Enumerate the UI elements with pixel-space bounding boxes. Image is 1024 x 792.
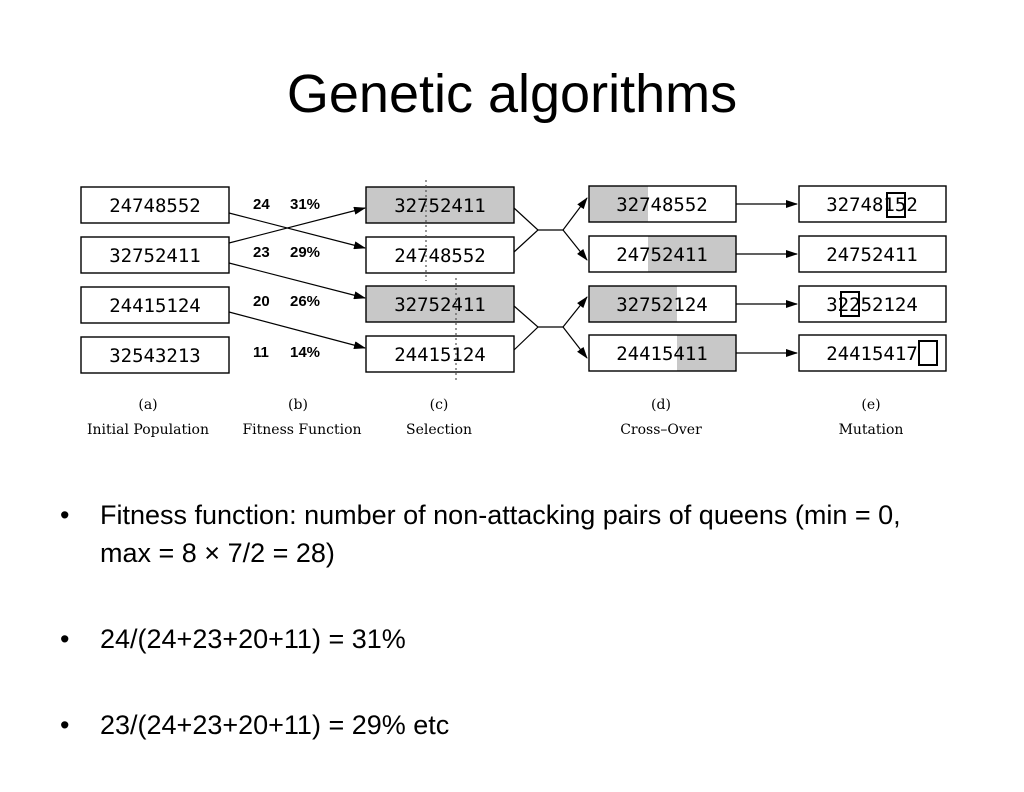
- caption-letter-d: (d): [651, 397, 671, 413]
- crossover-string-3: 32752124: [616, 294, 708, 316]
- bullet-list: Fitness function: number of non-attackin…: [60, 496, 920, 792]
- crossover-shade-1: [589, 186, 648, 222]
- mutation-1-pre: 32748: [826, 194, 883, 216]
- selection-shade-1: [366, 187, 514, 223]
- crossover-shade-3: [589, 286, 677, 322]
- fitness-score-2: 23: [253, 244, 270, 261]
- fitness-pct-3: 26%: [290, 293, 320, 310]
- caption-letter-e: (e): [861, 397, 880, 413]
- bullet-fitness-function: Fitness function: number of non-attackin…: [60, 496, 920, 572]
- crossover-string-4: 24415411: [616, 343, 708, 365]
- mutation-3-digit: 2: [849, 294, 860, 316]
- initial-population-column: 24748552 32752411 24415124 32543213: [80, 186, 230, 374]
- fitness-pct-1: 31%: [290, 196, 320, 213]
- column-captions: (a) Initial Population (b) Fitness Funct…: [87, 397, 903, 438]
- mutation-arrows: [736, 200, 798, 357]
- selection-string-4: 24415124: [394, 344, 486, 366]
- fitness-score-1: 24: [253, 196, 270, 213]
- caption-letter-b: (b): [288, 397, 308, 413]
- selection-shade-3: [366, 286, 514, 322]
- mutation-box-3: [798, 285, 947, 323]
- initial-box-4: [80, 336, 230, 374]
- initial-box-1: [80, 186, 230, 224]
- selection-string-2: 24748552: [394, 245, 486, 267]
- crossover-string-1: 32748552: [616, 194, 708, 216]
- mutation-box-4: [798, 334, 947, 372]
- selection-box-4: [365, 335, 515, 373]
- fitness-column: 24 31% 23 29% 20 26% 11 14%: [253, 196, 320, 361]
- fitness-score-4: 11: [253, 344, 269, 361]
- arrow-cross-d1: [562, 197, 588, 231]
- initial-string-2: 32752411: [109, 245, 201, 267]
- initial-string-4: 32543213: [109, 345, 201, 367]
- fitness-score-3: 20: [253, 293, 270, 310]
- selection-box-3: [365, 285, 515, 323]
- caption-label-d: Cross–Over: [620, 422, 702, 438]
- mutation-string-1: 32748152: [826, 194, 918, 216]
- mutation-box-2: [798, 235, 947, 273]
- initial-box-2: [80, 236, 230, 274]
- arrow-cross-d4: [562, 326, 588, 359]
- arrow-a2-to-c3: [228, 262, 366, 300]
- crossover-shade-2: [648, 236, 736, 272]
- selection-string-1: 32752411: [394, 195, 486, 217]
- fitness-pct-4: 14%: [290, 344, 320, 361]
- caption-label-a: Initial Population: [87, 422, 209, 438]
- selection-box-1: [365, 186, 515, 224]
- cross-merge-bottom: [513, 305, 539, 351]
- bullet-probability-31: 24/(24+23+20+11) = 31%: [60, 620, 920, 658]
- slide-title: Genetic algorithms: [286, 64, 738, 124]
- arrow-cross-d2: [562, 229, 588, 261]
- mutated-digit-box-3: [840, 291, 860, 317]
- genetic-algorithm-diagram: 24748552 32752411 24415124 32543213 24 3…: [80, 180, 947, 438]
- cross-merge-top: [513, 207, 539, 253]
- caption-label-c: Selection: [406, 422, 472, 438]
- mutation-string-2: 24752411: [826, 244, 918, 266]
- mutation-column: 32748152 24752411 32252124 24415417: [798, 185, 947, 372]
- caption-letter-a: (a): [138, 397, 157, 413]
- bullet-probability-29: 23/(24+23+20+11) = 29% etc: [60, 706, 920, 744]
- arrow-a3-to-c4: [228, 311, 366, 350]
- selection-column: 32752411 24748552 32752411 24415124: [365, 180, 515, 380]
- mutation-4-digit: 7: [906, 343, 917, 365]
- selection-arrows: [228, 206, 366, 350]
- caption-label-e: Mutation: [839, 422, 904, 438]
- crossover-shade-4: [677, 335, 736, 371]
- caption-letter-c: (c): [430, 397, 449, 413]
- arrow-cross-d3: [562, 296, 588, 328]
- selection-box-2: [365, 236, 515, 274]
- mutation-3-pre: 32: [826, 294, 849, 316]
- mutation-1-post: 52: [895, 194, 918, 216]
- mutated-digit-box-1: [886, 192, 906, 218]
- mutation-box-1: [798, 185, 947, 223]
- arrow-a1-to-c2: [228, 212, 366, 250]
- mutation-4-pre: 2441541: [826, 343, 906, 365]
- fitness-pct-2: 29%: [290, 244, 320, 261]
- mutation-3-post: 52124: [861, 294, 918, 316]
- mutation-string-4: 24415417: [826, 343, 918, 365]
- initial-string-1: 24748552: [109, 195, 201, 217]
- selection-string-3: 32752411: [394, 294, 486, 316]
- mutation-string-3: 32252124: [826, 294, 918, 316]
- mutated-digit-box-4: [918, 340, 938, 366]
- initial-box-3: [80, 286, 230, 324]
- crossover-string-2: 24752411: [616, 244, 708, 266]
- initial-string-3: 24415124: [109, 295, 201, 317]
- mutation-2-pre: 24752411: [826, 244, 918, 266]
- caption-label-b: Fitness Function: [242, 422, 361, 438]
- mutation-1-digit: 1: [883, 194, 894, 216]
- crossover-arrows: [513, 197, 588, 359]
- arrow-a2-to-c1: [228, 206, 366, 244]
